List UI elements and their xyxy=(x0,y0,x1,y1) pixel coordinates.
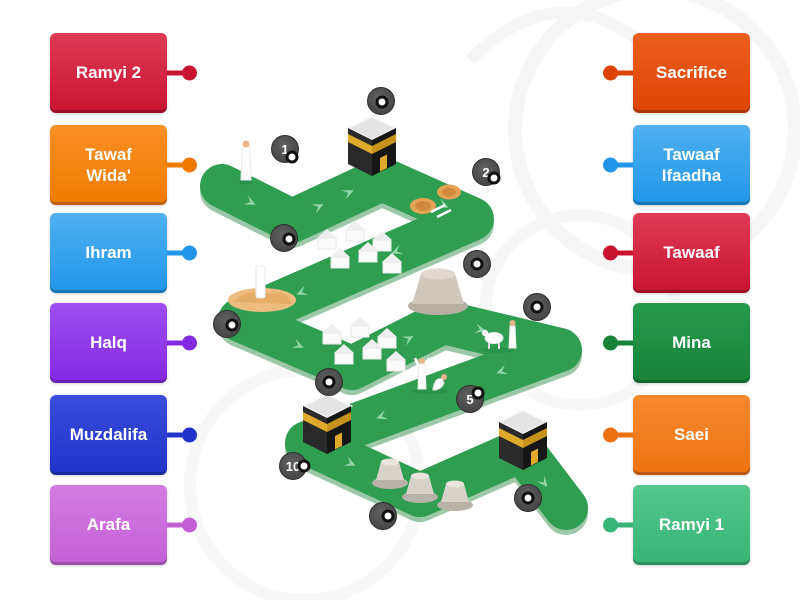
connector-line xyxy=(616,250,633,256)
label-text: Tawaaf Ifaadha xyxy=(661,144,722,185)
connector-line xyxy=(616,340,633,346)
label-mina[interactable]: Mina xyxy=(603,303,750,383)
drop-point-dot[interactable] xyxy=(285,150,299,164)
label-ramyi-2[interactable]: Ramyi 2 xyxy=(50,33,197,113)
drop-point-dot[interactable] xyxy=(530,300,544,314)
drop-point-dot[interactable] xyxy=(282,232,296,246)
safa-marwa-mounds-icon xyxy=(410,184,461,219)
drop-point-dot[interactable] xyxy=(322,375,336,389)
stone-dome-icon xyxy=(408,268,468,315)
diagram-point-marker[interactable] xyxy=(514,484,542,512)
label-text: Arafa xyxy=(86,515,131,535)
kaaba-icon xyxy=(302,393,352,455)
label-muzdalifa[interactable]: Muzdalifa xyxy=(50,395,197,475)
label-text: Ramyi 1 xyxy=(658,515,725,535)
marker-number: 1 xyxy=(281,141,289,157)
kaaba-icon xyxy=(498,409,548,471)
connector-line xyxy=(167,432,184,438)
label-text: Ihram xyxy=(85,243,132,263)
drop-point-dot[interactable] xyxy=(381,509,395,523)
label-arafa[interactable]: Arafa xyxy=(50,485,197,565)
drop-point-dot[interactable] xyxy=(297,459,311,473)
pilgrim-icon xyxy=(239,140,253,185)
drop-point-dot[interactable] xyxy=(521,491,535,505)
drop-point-dot[interactable] xyxy=(375,95,389,109)
connector-dot xyxy=(603,517,618,533)
connector-line xyxy=(616,522,633,528)
connector-dot xyxy=(603,157,618,173)
connector-dot xyxy=(182,65,197,81)
diagram-point-marker[interactable] xyxy=(523,293,551,321)
marker-number: 2 xyxy=(482,164,490,180)
connector-line xyxy=(167,250,184,256)
diagram-point-marker-1[interactable]: 1 xyxy=(271,135,299,164)
connector-dot xyxy=(603,335,618,351)
kaaba-icon xyxy=(347,115,397,177)
diagram-point-marker[interactable] xyxy=(369,502,397,530)
connector-dot xyxy=(603,427,618,443)
drop-point-dot[interactable] xyxy=(225,318,239,332)
marker-number: 10 xyxy=(285,458,301,474)
connector-dot xyxy=(182,517,197,533)
connector-line xyxy=(167,522,184,528)
drop-point-dot[interactable] xyxy=(470,257,484,271)
label-tawaaf[interactable]: Tawaaf xyxy=(603,213,750,293)
label-text: Tawaaf xyxy=(663,243,720,263)
label-ramyi-1[interactable]: Ramyi 1 xyxy=(603,485,750,565)
connector-line xyxy=(616,162,633,168)
connector-line xyxy=(167,162,184,168)
label-ihram[interactable]: Ihram xyxy=(50,213,197,293)
label-sacrifice[interactable]: Sacrifice xyxy=(603,33,750,113)
label-text: Ramyi 2 xyxy=(75,63,142,83)
label-text: Tawaf Wida' xyxy=(85,144,132,185)
diagram-point-marker[interactable] xyxy=(315,368,343,396)
label-tawaf-wida[interactable]: Tawaf Wida' xyxy=(50,125,197,205)
diagram-point-marker-5[interactable]: 5 xyxy=(456,385,485,413)
connector-line xyxy=(616,432,633,438)
praying-pilgrims-icon xyxy=(412,357,448,394)
connector-dot xyxy=(182,427,197,443)
label-tawaaf-ifaadha[interactable]: Tawaaf Ifaadha xyxy=(603,125,750,205)
diagram-point-marker[interactable] xyxy=(270,224,298,252)
arafat-mound-icon xyxy=(228,265,296,312)
diagram-point-marker-2[interactable]: 2 xyxy=(472,158,501,186)
label-text: Muzdalifa xyxy=(69,425,148,445)
label-text: Saei xyxy=(674,425,709,445)
connector-dot xyxy=(182,335,197,351)
diagram-point-marker[interactable] xyxy=(367,87,395,115)
drop-point-dot[interactable] xyxy=(471,386,485,400)
goat-sacrifice-icon xyxy=(481,320,517,353)
connector-dot xyxy=(603,65,618,81)
connector-line xyxy=(616,70,633,76)
connector-line xyxy=(167,340,184,346)
label-halq[interactable]: Halq xyxy=(50,303,197,383)
marker-number: 5 xyxy=(466,391,474,407)
connector-dot xyxy=(182,157,197,173)
label-text: Mina xyxy=(672,333,711,353)
connector-dot xyxy=(603,245,618,261)
drop-point-dot[interactable] xyxy=(487,171,501,185)
connector-line xyxy=(167,70,184,76)
diagram-point-marker[interactable] xyxy=(213,310,241,338)
route-path xyxy=(200,157,588,535)
diagram-point-marker-10[interactable]: 10 xyxy=(279,452,311,480)
label-saei[interactable]: Saei xyxy=(603,395,750,475)
connector-dot xyxy=(182,245,197,261)
diagram-point-marker[interactable] xyxy=(463,250,491,278)
label-text: Sacrifice xyxy=(656,63,727,83)
label-text: Halq xyxy=(90,333,127,353)
